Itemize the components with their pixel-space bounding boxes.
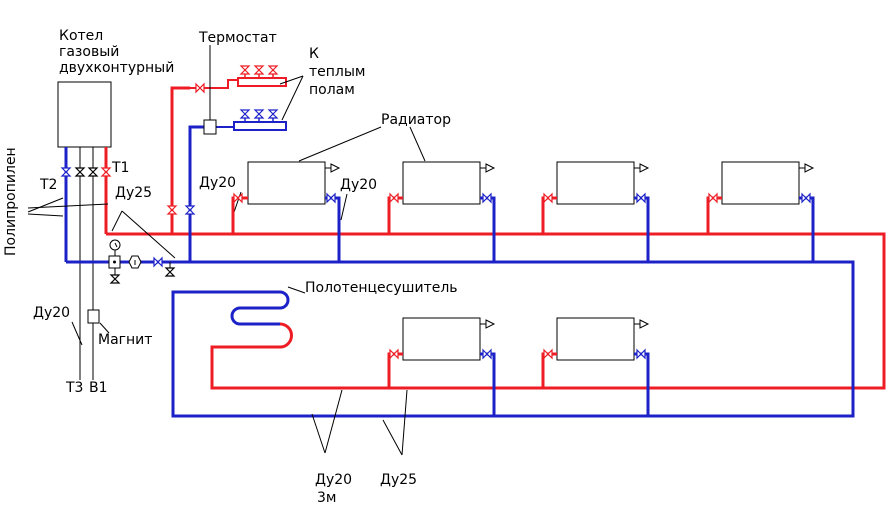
du20-bottom-length-label: 3м xyxy=(317,490,337,506)
floor-heating-label-line2: теплым xyxy=(309,64,366,80)
thermostat-label: Термостат xyxy=(199,30,277,46)
du20-left-pipe-label: Ду20 xyxy=(33,305,71,321)
boiler-label-line2: газовый xyxy=(59,44,120,60)
du20-bottom-label: Ду20 xyxy=(315,472,353,488)
towel-dryer-label: Полотенцесушитель xyxy=(305,280,458,296)
thermostat-valve xyxy=(203,119,217,135)
supply-main-pipe xyxy=(106,232,886,390)
t1-label: Т1 xyxy=(112,160,130,176)
v1-label: В1 xyxy=(89,380,108,396)
return-main-pipe xyxy=(66,260,855,418)
radiator-3 xyxy=(541,161,650,262)
t3-label: Т3 xyxy=(66,380,84,396)
pressure-gauge-icon xyxy=(109,239,121,251)
t2-label: Т2 xyxy=(40,177,58,193)
boiler-label-line3: двухконтурный xyxy=(59,60,175,76)
floor-heating-label-line3: полам xyxy=(309,82,355,98)
floor-heating-label-line1: К xyxy=(309,46,319,62)
du20-radiator-left-label: Ду20 xyxy=(199,175,237,191)
magnet-filter xyxy=(87,309,100,324)
floor-return-manifold xyxy=(233,121,287,131)
radiator-2 xyxy=(387,161,496,262)
du25-top-label: Ду25 xyxy=(115,185,153,201)
radiator-4 xyxy=(706,161,815,262)
polypropylene-label: Полипропилен xyxy=(3,147,19,256)
towel-dryer-coil xyxy=(230,290,290,326)
floor-supply-manifold xyxy=(237,77,287,87)
magnet-label: Магнит xyxy=(98,332,153,348)
boiler xyxy=(57,81,112,148)
du20-radiator-right-label: Ду20 xyxy=(340,177,378,193)
radiator-6 xyxy=(541,317,650,416)
du25-bottom-label: Ду25 xyxy=(380,472,418,488)
radiator-1 xyxy=(231,161,341,262)
radiator-label: Радиатор xyxy=(381,112,451,128)
radiator-5 xyxy=(387,317,496,416)
boiler-label-line1: Котел xyxy=(59,28,104,44)
